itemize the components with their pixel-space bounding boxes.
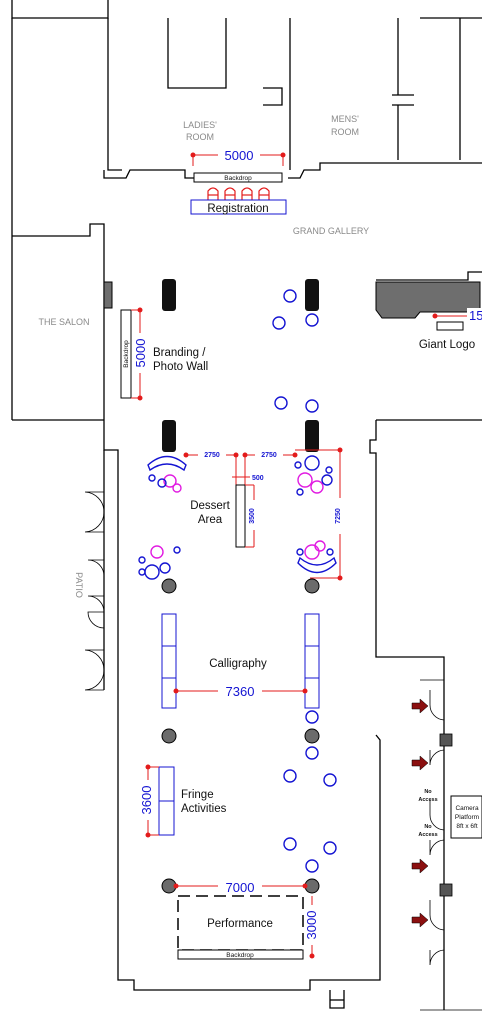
calligraphy-table [161, 613, 177, 647]
arrow-right-icon [411, 912, 429, 928]
entry-arrows [411, 698, 429, 928]
pillar [162, 420, 176, 452]
dessert-left-gap-dimension: 2750 [204, 452, 220, 459]
patio-label: PATIO [74, 572, 84, 598]
no-access-label-1a: No [424, 789, 432, 795]
dessert-area: 2750 2750 500 3500 7250 Dessert Area [183, 447, 345, 581]
branding-backdrop-label: Backdrop [123, 340, 130, 368]
gallery-wall-block [375, 281, 481, 319]
dessert-right-height-dimension: 7250 [335, 508, 342, 524]
branding-backdrop [120, 309, 132, 399]
branding-label-2: Photo Wall [153, 361, 208, 373]
right-doors [429, 690, 453, 966]
camera-label-3: 8ft x 6ft [456, 823, 478, 830]
left-wall-block [103, 281, 113, 309]
no-access-label-2a: No [424, 824, 432, 830]
registration-backdrop [193, 172, 283, 183]
no-access-label-2b: Access [418, 832, 437, 838]
dessert-table [235, 484, 246, 548]
patio-doors [84, 491, 105, 691]
ladies-room-label-2: ROOM [186, 132, 214, 142]
dessert-label-2: Area [198, 514, 223, 526]
ladies-room-label-1: LADIES' [183, 120, 217, 130]
calligraphy-label: Calligraphy [209, 658, 267, 670]
no-access-labels: No Access No Access [418, 789, 437, 838]
mens-room-label-1: MENS' [331, 114, 359, 124]
performance-area: 7000 Performance Backdrop 3000 [173, 878, 319, 960]
performance-backdrop-label: Backdrop [226, 952, 254, 959]
mens-room-label-2: ROOM [331, 127, 359, 137]
calligraphy-table [304, 677, 320, 709]
dessert-table-length-dimension: 3500 [249, 508, 256, 524]
branding-label-1: Branding / [153, 347, 206, 359]
calligraphy-table [161, 677, 177, 709]
registration-table [190, 199, 287, 215]
dessert-table-width-dimension: 500 [252, 475, 264, 482]
registration-backdrop-label: Backdrop [224, 175, 252, 182]
camera-label-2: Platform [455, 814, 479, 821]
fringe-label-2: Activities [181, 803, 227, 815]
columns [161, 578, 320, 894]
cocktail-tables [138, 289, 337, 873]
fringe-table [158, 800, 175, 836]
giant-logo-area: 15 Giant Logo [419, 308, 482, 351]
fringe-height-dimension: 3600 [139, 786, 154, 815]
dessert-right-gap-dimension: 2750 [261, 452, 277, 459]
calligraphy-area: Calligraphy 7360 [161, 613, 320, 709]
dessert-label-1: Dessert [190, 500, 230, 512]
performance-width-dimension: 7000 [226, 880, 255, 895]
arrow-right-icon [411, 698, 429, 714]
walls [11, 0, 482, 1011]
calligraphy-span-dimension: 7360 [226, 684, 255, 699]
camera-platform: Camera Platform 8ft x 6ft [450, 795, 482, 839]
column [161, 578, 177, 594]
fringe-label-1: Fringe [181, 789, 214, 801]
registration-chairs [207, 187, 270, 200]
pillar [162, 279, 176, 311]
giant-logo-label: Giant Logo [419, 339, 475, 351]
performance-label: Performance [207, 918, 273, 930]
calligraphy-table [304, 613, 320, 647]
performance-backdrop [177, 949, 304, 960]
registration-area: 5000 Backdrop Registration [190, 147, 287, 215]
column [161, 728, 177, 744]
arrow-right-icon [411, 858, 429, 874]
pillar [305, 279, 319, 311]
salon-label: THE SALON [38, 317, 89, 327]
pillar [305, 420, 319, 452]
column [304, 728, 320, 744]
fringe-table [158, 766, 175, 802]
registration-label: Registration [207, 203, 268, 215]
calligraphy-table [161, 645, 177, 679]
no-access-label-1b: Access [418, 797, 437, 803]
column [304, 578, 320, 594]
grand-gallery-label: GRAND GALLERY [293, 226, 369, 236]
calligraphy-table [304, 645, 320, 679]
pillars [162, 279, 319, 452]
arrow-right-icon [411, 755, 429, 771]
fringe-area: 3600 Fringe Activities [139, 764, 227, 838]
giant-logo-dimension: 15 [469, 308, 482, 323]
performance-depth-dimension: 3000 [304, 911, 319, 940]
branding-height-dimension: 5000 [133, 339, 148, 368]
branding-area: Backdrop 5000 Branding / Photo Wall [120, 307, 208, 401]
registration-width-dimension: 5000 [225, 148, 254, 163]
giant-logo-stand [436, 321, 464, 331]
camera-label-1: Camera [455, 805, 479, 812]
